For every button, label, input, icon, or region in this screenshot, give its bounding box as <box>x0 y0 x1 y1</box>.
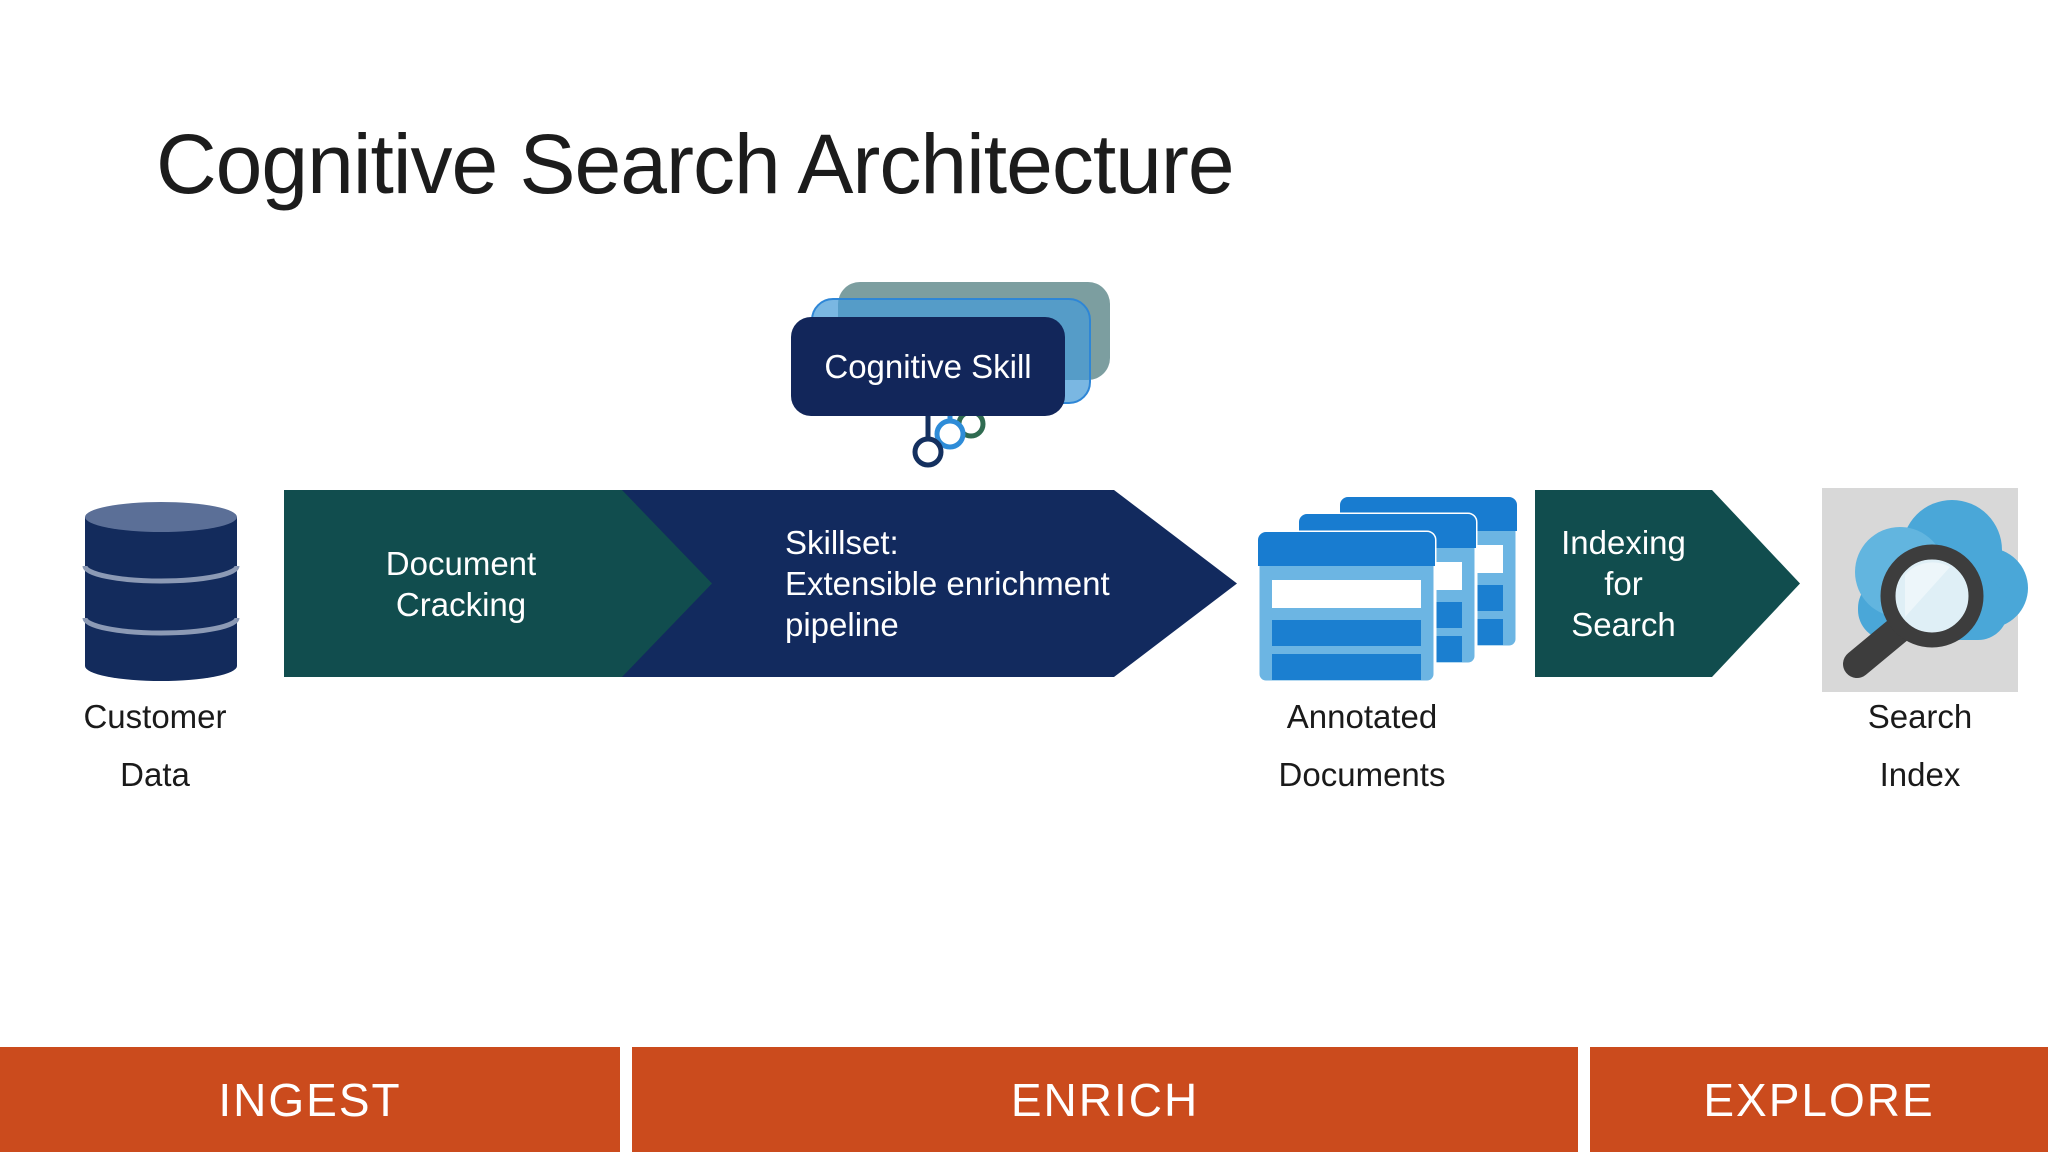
cognitive-skill-label: Cognitive Skill <box>824 347 1032 385</box>
page-title: Cognitive Search Architecture <box>156 117 1235 211</box>
skillset-arrow <box>620 490 1237 677</box>
linked-node-rings-icon <box>912 404 986 468</box>
stage-bar-explore: EXPLORE <box>1590 1047 2048 1152</box>
indexing-label: Indexing for Search <box>1561 524 1686 643</box>
document-cracking-arrow <box>284 490 712 677</box>
annotated-documents-label: Annotated Documents <box>1278 698 1446 793</box>
stage-bar-ingest: INGEST <box>0 1047 620 1152</box>
cognitive-skill-card: Cognitive Skill <box>791 317 1065 416</box>
database-icon <box>82 502 240 681</box>
magnifier-icon <box>1843 544 1984 678</box>
stage-enrich-label: ENRICH <box>1010 1073 1200 1126</box>
indexing-arrow <box>1535 490 1800 677</box>
stacked-documents-icon <box>1256 495 1519 684</box>
document-cracking-label: Document Cracking <box>385 544 537 623</box>
search-index-label: Search Index <box>1867 698 1973 793</box>
stage-explore-label: EXPLORE <box>1703 1073 1935 1126</box>
cloud-search-icon <box>1822 488 2028 692</box>
stage-ingest-label: INGEST <box>218 1073 402 1126</box>
customer-data-label: Customer Data <box>83 698 227 793</box>
stage-bar-enrich: ENRICH <box>632 1047 1578 1152</box>
skillset-label: Skillset: Extensible enrichment pipeline <box>785 524 1110 643</box>
